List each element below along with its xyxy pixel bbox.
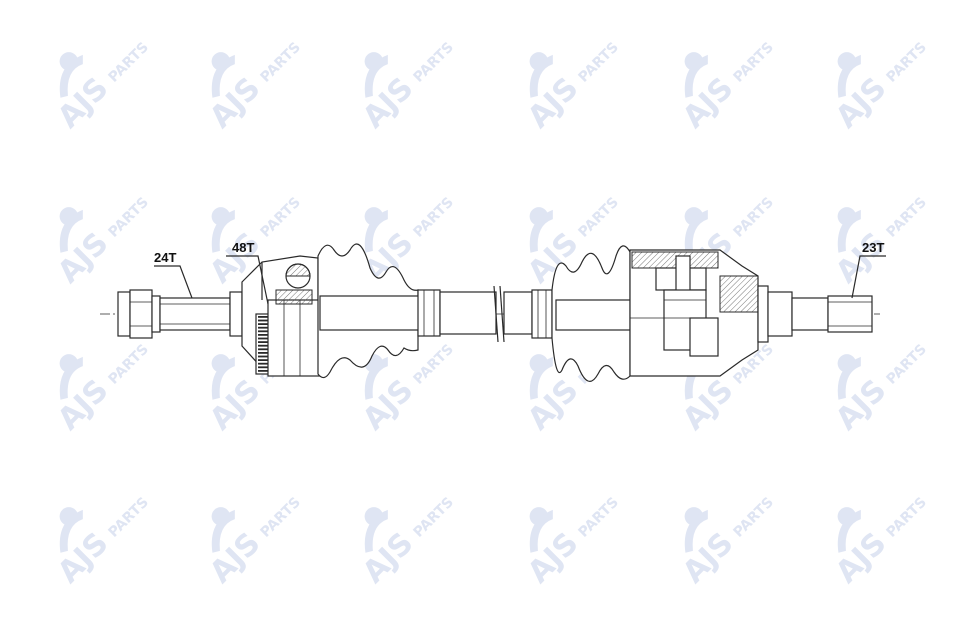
watermark-brand-sub: PARTS: [106, 341, 152, 387]
abs-ring-tooth: [258, 319, 268, 322]
abs-ring-tooth: [258, 348, 268, 351]
axle-nut: [117, 289, 161, 339]
watermark-brand-sub: PARTS: [731, 39, 777, 85]
outer-spline-stub: [159, 291, 243, 337]
abs-ring-tooth: [258, 366, 268, 369]
watermark-brand-sub: PARTS: [576, 194, 622, 240]
watermark-brand-sub: PARTS: [731, 194, 777, 240]
watermark-brand-sub: PARTS: [884, 194, 930, 240]
outer-cv-joint: [241, 255, 321, 377]
abs-ring-tooth: [258, 323, 268, 325]
watermark-brand-sub: PARTS: [884, 494, 930, 540]
abs-ring-tooth: [258, 359, 268, 361]
abs-ring-tooth: [258, 355, 268, 358]
watermark-brand-sub: PARTS: [884, 341, 930, 387]
watermark-brand-sub: PARTS: [258, 194, 304, 240]
watermark-brand-sub: PARTS: [106, 39, 152, 85]
watermark-brand-sub: PARTS: [258, 494, 304, 540]
abs-ring-tooth: [258, 330, 268, 333]
right-spline-count-label: 23T: [862, 240, 884, 255]
watermark-brand-sub: PARTS: [411, 39, 457, 85]
abs-ring-tooth: [258, 352, 268, 354]
watermark-brand-sub: PARTS: [258, 39, 304, 85]
abs-ring-tooth: [258, 341, 268, 343]
inner-spline-stub: [757, 285, 873, 343]
abs-ring-tooth: [258, 344, 268, 347]
watermark-brand-sub: PARTS: [884, 39, 930, 85]
abs-ring-tooth: [258, 334, 268, 336]
watermark-brand-sub: PARTS: [576, 39, 622, 85]
watermark-brand-sub: PARTS: [411, 494, 457, 540]
watermark-brand-sub: PARTS: [411, 194, 457, 240]
abs-ring-teeth-label: 48T: [232, 240, 254, 255]
watermark-brand-sub: PARTS: [106, 194, 152, 240]
left-spline-count-label: 24T: [154, 250, 176, 265]
abs-ring-tooth: [258, 337, 268, 340]
inner-cv-joint: [629, 249, 759, 377]
abs-ring-tooth: [258, 370, 268, 372]
axle-drawing: [100, 243, 886, 382]
watermark-brand-sub: PARTS: [106, 494, 152, 540]
watermark-brand-sub: PARTS: [576, 494, 622, 540]
watermark-brand-sub: PARTS: [731, 494, 777, 540]
abs-ring-tooth: [258, 362, 268, 365]
outer-boot: [317, 243, 441, 379]
abs-ring-tooth: [258, 326, 268, 329]
abs-ring-tooth: [258, 316, 268, 318]
